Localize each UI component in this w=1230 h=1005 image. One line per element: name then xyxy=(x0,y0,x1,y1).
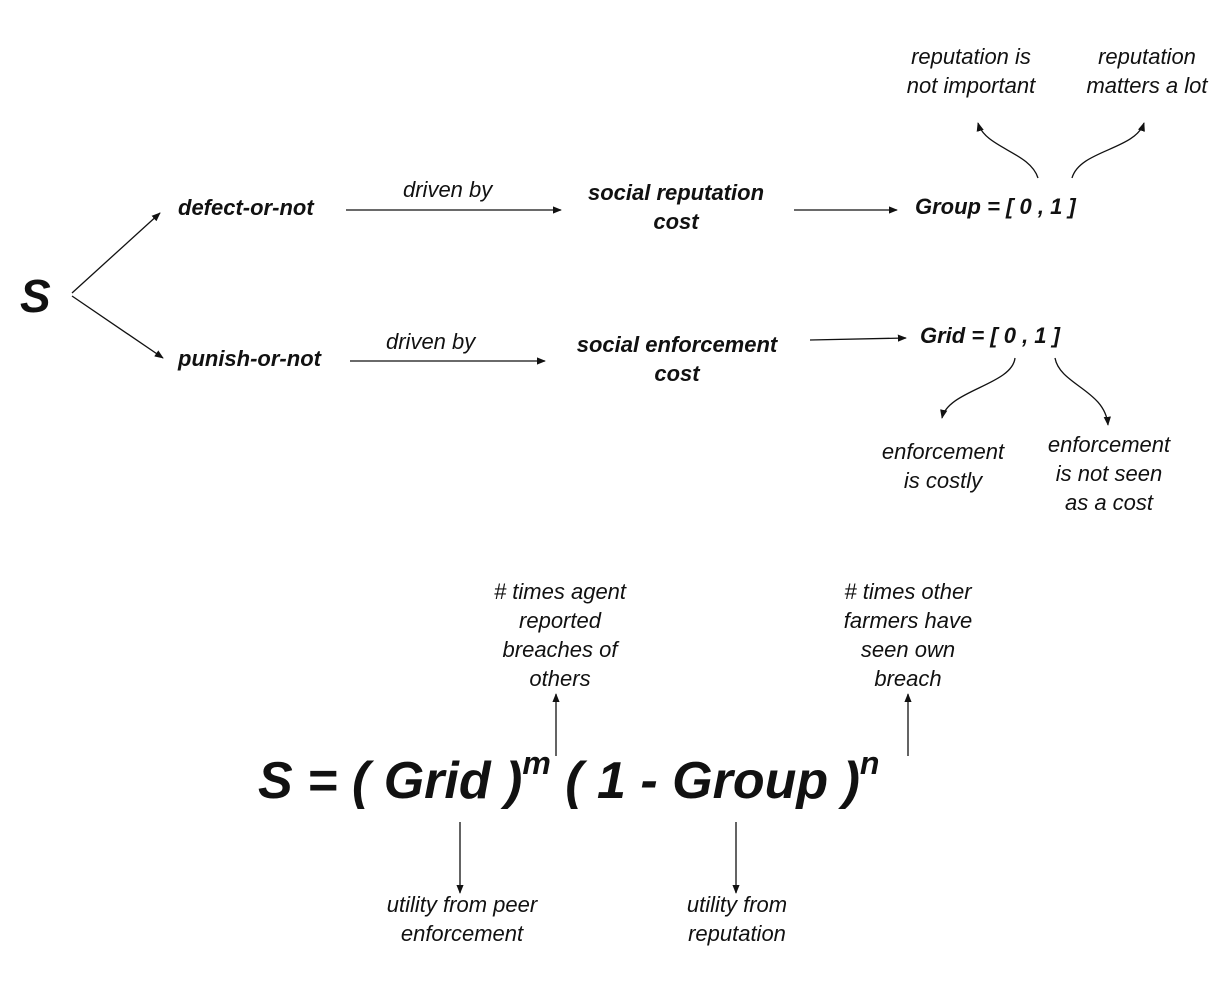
note-enforcement-not-cost-line3: as a cost xyxy=(1064,490,1154,515)
annotation-n-exponent: # times other farmers have seen own brea… xyxy=(818,577,998,693)
note-enforcement-not-cost-line1: enforcement xyxy=(1047,432,1171,457)
note-reputation-matters-line2: matters a lot xyxy=(1086,73,1208,98)
social-enforcement-cost-line1: social enforcement xyxy=(576,332,778,357)
social-reputation-cost: social reputation cost xyxy=(565,178,787,236)
annotation-m-exponent: # times agent reported breaches of other… xyxy=(470,577,650,693)
note-reputation-not-important-line2: not important xyxy=(906,73,1036,98)
note-enforcement-not-cost-line2: is not seen xyxy=(1055,461,1163,486)
arrow-root-to-punish xyxy=(71,295,164,359)
annotation-n-line1: # times other xyxy=(844,579,972,604)
annotation-group-line2: reputation xyxy=(688,921,786,946)
social-reputation-cost-line2: cost xyxy=(653,209,699,234)
social-enforcement-cost-line2: cost xyxy=(654,361,700,386)
note-enforcement-costly: enforcement is costly xyxy=(868,437,1018,495)
annotation-group-line1: utility from xyxy=(686,892,788,917)
annotation-m-line1: # times agent xyxy=(493,579,627,604)
social-reputation-cost-line1: social reputation xyxy=(587,180,765,205)
note-enforcement-not-cost: enforcement is not seen as a cost xyxy=(1034,430,1184,517)
arrow-enforcement-cost-to-grid xyxy=(809,334,907,342)
grid-variable: Grid = [ 0 , 1 ] xyxy=(920,323,1060,348)
formula-exponent-m: m xyxy=(522,745,551,781)
note-reputation-matters: reputation matters a lot xyxy=(1072,42,1222,100)
annotation-n-line4: breach xyxy=(874,666,942,691)
social-enforcement-cost: social enforcement cost xyxy=(560,330,794,388)
arrow-group-to-matters-a-lot xyxy=(1071,122,1145,179)
driven-by-label-top: driven by xyxy=(403,177,493,202)
annotation-m-line2: reported xyxy=(519,608,601,633)
formula-grid-term: S = ( Grid ) xyxy=(258,752,523,810)
arrow-grid-to-not-a-cost xyxy=(1054,357,1111,426)
note-enforcement-costly-line2: is costly xyxy=(903,468,983,493)
arrow-root-to-defect xyxy=(71,212,161,294)
annotation-grid-utility: utility from peer enforcement xyxy=(372,890,552,948)
behavior-punish-or-not: punish-or-not xyxy=(178,346,321,371)
root-s-label: S xyxy=(20,270,51,322)
arrow-group-to-not-important xyxy=(976,122,1039,179)
note-reputation-matters-line1: reputation xyxy=(1098,44,1196,69)
annotation-n-line3: seen own xyxy=(860,637,956,662)
annotation-m-line4: others xyxy=(529,666,591,691)
behavior-defect-or-not: defect-or-not xyxy=(178,195,314,220)
annotation-grid-line1: utility from peer xyxy=(386,892,538,917)
formula-group-term: ( 1 - Group ) xyxy=(565,752,860,810)
annotation-m-line3: breaches of xyxy=(502,637,618,662)
note-reputation-not-important-line1: reputation is xyxy=(911,44,1031,69)
group-variable: Group = [ 0 , 1 ] xyxy=(915,194,1076,219)
formula-exponent-n: n xyxy=(859,745,880,781)
annotation-n-line2: farmers have xyxy=(843,608,973,633)
annotation-grid-line2: enforcement xyxy=(400,921,524,946)
arrow-grid-to-costly xyxy=(940,357,1016,419)
driven-by-label-bottom: driven by xyxy=(386,329,476,354)
note-enforcement-costly-line1: enforcement xyxy=(881,439,1005,464)
formula-equation: S = ( Grid )m ( 1 - Group )n xyxy=(258,745,879,818)
note-reputation-not-important: reputation is not important xyxy=(890,42,1052,100)
annotation-group-utility: utility from reputation xyxy=(662,890,812,948)
